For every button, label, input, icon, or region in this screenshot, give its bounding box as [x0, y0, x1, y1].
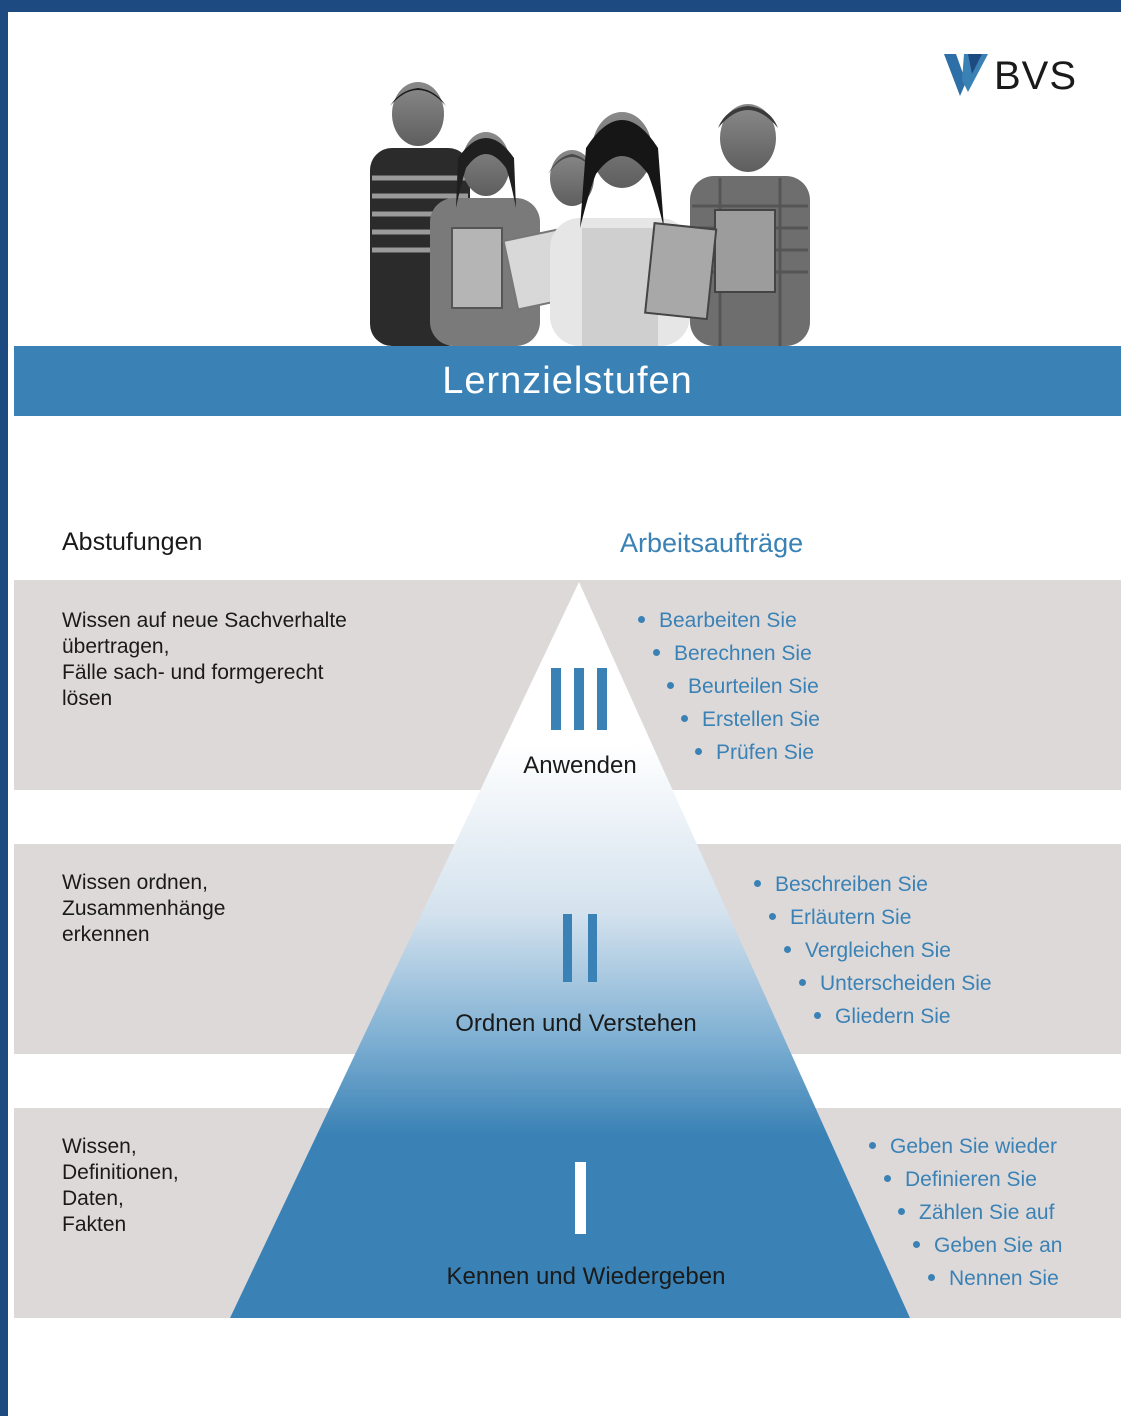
bvs-logo: BVS — [942, 52, 1076, 102]
level-label-ordnen-verstehen: Ordnen und Verstehen — [455, 1010, 697, 1037]
task-text: Geben Sie wieder — [890, 1135, 1057, 1158]
bullet-icon — [784, 945, 791, 953]
description-line: Wissen, — [62, 1135, 137, 1158]
bvs-logo-text: BVS — [994, 54, 1078, 98]
description-line: übertragen, — [62, 635, 170, 658]
description-line: lösen — [62, 687, 113, 710]
task-text: Erstellen Sie — [702, 708, 820, 731]
numeral-i-icon — [575, 1162, 586, 1234]
task-text: Definieren Sie — [905, 1168, 1037, 1191]
task-item: Erstellen Sie — [681, 703, 820, 736]
bullet-icon — [754, 879, 761, 887]
description-line: Zusammenhänge — [62, 897, 226, 920]
description-line: Fälle sach- und formgerecht — [62, 661, 324, 684]
bullet-icon — [769, 912, 776, 920]
task-item: Erläutern Sie — [769, 901, 992, 934]
task-text: Zählen Sie auf — [919, 1201, 1055, 1224]
bullet-icon — [898, 1207, 905, 1215]
frame-left-border — [0, 0, 8, 1416]
description-line: Fakten — [62, 1213, 127, 1236]
frame-top-border — [0, 0, 1121, 12]
task-text: Beschreiben Sie — [775, 873, 928, 896]
numeral-iii-icon — [551, 668, 607, 730]
task-item: Vergleichen Sie — [784, 934, 992, 967]
header-abstufungen: Abstufungen — [62, 528, 203, 556]
description-line: Wissen ordnen, — [62, 871, 208, 894]
task-text: Prüfen Sie — [716, 741, 815, 764]
task-item: Zählen Sie auf — [898, 1196, 1062, 1229]
bullet-icon — [814, 1011, 821, 1019]
header-arbeitsauftraege: Arbeitsaufträge — [620, 528, 804, 558]
description-level-3: Wissen auf neue Sachverhalte übertragen,… — [62, 608, 347, 712]
task-text: Berechnen Sie — [674, 642, 812, 665]
level-label-kennen-wiedergeben: Kennen und Wiedergeben — [446, 1263, 726, 1290]
task-text: Vergleichen Sie — [805, 939, 951, 962]
task-item: Unterscheiden Sie — [799, 967, 992, 1000]
task-text: Nennen Sie — [949, 1267, 1059, 1290]
task-item: Definieren Sie — [884, 1163, 1062, 1196]
description-level-1: Wissen, Definitionen, Daten, Fakten — [62, 1134, 179, 1238]
bullet-icon — [928, 1273, 935, 1281]
task-item: Beurteilen Sie — [667, 670, 820, 703]
task-text: Erläutern Sie — [790, 906, 912, 929]
numeral-ii-icon — [563, 914, 597, 982]
level-label-anwenden: Anwenden — [523, 752, 637, 779]
task-text: Bearbeiten Sie — [659, 609, 797, 632]
bullet-icon — [884, 1174, 891, 1182]
task-text: Unterscheiden Sie — [820, 972, 992, 995]
task-list-level-2: Beschreiben Sie Erläutern Sie Vergleiche… — [754, 868, 992, 1033]
bvs-logo-mark-icon — [944, 54, 988, 96]
bullet-icon — [695, 747, 702, 755]
bullet-icon — [799, 978, 806, 986]
bullet-icon — [913, 1240, 920, 1248]
description-line: Wissen auf neue Sachverhalte — [62, 609, 347, 632]
bullet-icon — [869, 1141, 876, 1149]
task-item: Gliedern Sie — [814, 1000, 992, 1033]
task-list-level-3: Bearbeiten Sie Berechnen Sie Beurteilen … — [638, 604, 820, 769]
task-text: Geben Sie an — [934, 1234, 1063, 1257]
task-item: Geben Sie an — [913, 1229, 1062, 1262]
students-photo — [370, 82, 810, 346]
bullet-icon — [681, 714, 688, 722]
task-item: Prüfen Sie — [695, 736, 820, 769]
task-item: Bearbeiten Sie — [638, 604, 820, 637]
description-level-2: Wissen ordnen, Zusammenhänge erkennen — [62, 870, 225, 948]
task-item: Berechnen Sie — [653, 637, 820, 670]
task-item: Beschreiben Sie — [754, 868, 992, 901]
task-item: Geben Sie wieder — [869, 1130, 1062, 1163]
description-line: Daten, — [62, 1187, 124, 1210]
title-bar: Lernzielstufen — [14, 346, 1121, 416]
bullet-icon — [638, 615, 645, 623]
description-line: Definitionen, — [62, 1161, 179, 1184]
description-line: erkennen — [62, 923, 150, 946]
task-item: Nennen Sie — [928, 1262, 1062, 1295]
bullet-icon — [653, 648, 660, 656]
page-title: Lernzielstufen — [442, 360, 693, 402]
task-text: Gliedern Sie — [835, 1005, 951, 1028]
task-list-level-1: Geben Sie wieder Definieren Sie Zählen S… — [869, 1130, 1062, 1295]
task-text: Beurteilen Sie — [688, 675, 819, 698]
bullet-icon — [667, 681, 674, 689]
